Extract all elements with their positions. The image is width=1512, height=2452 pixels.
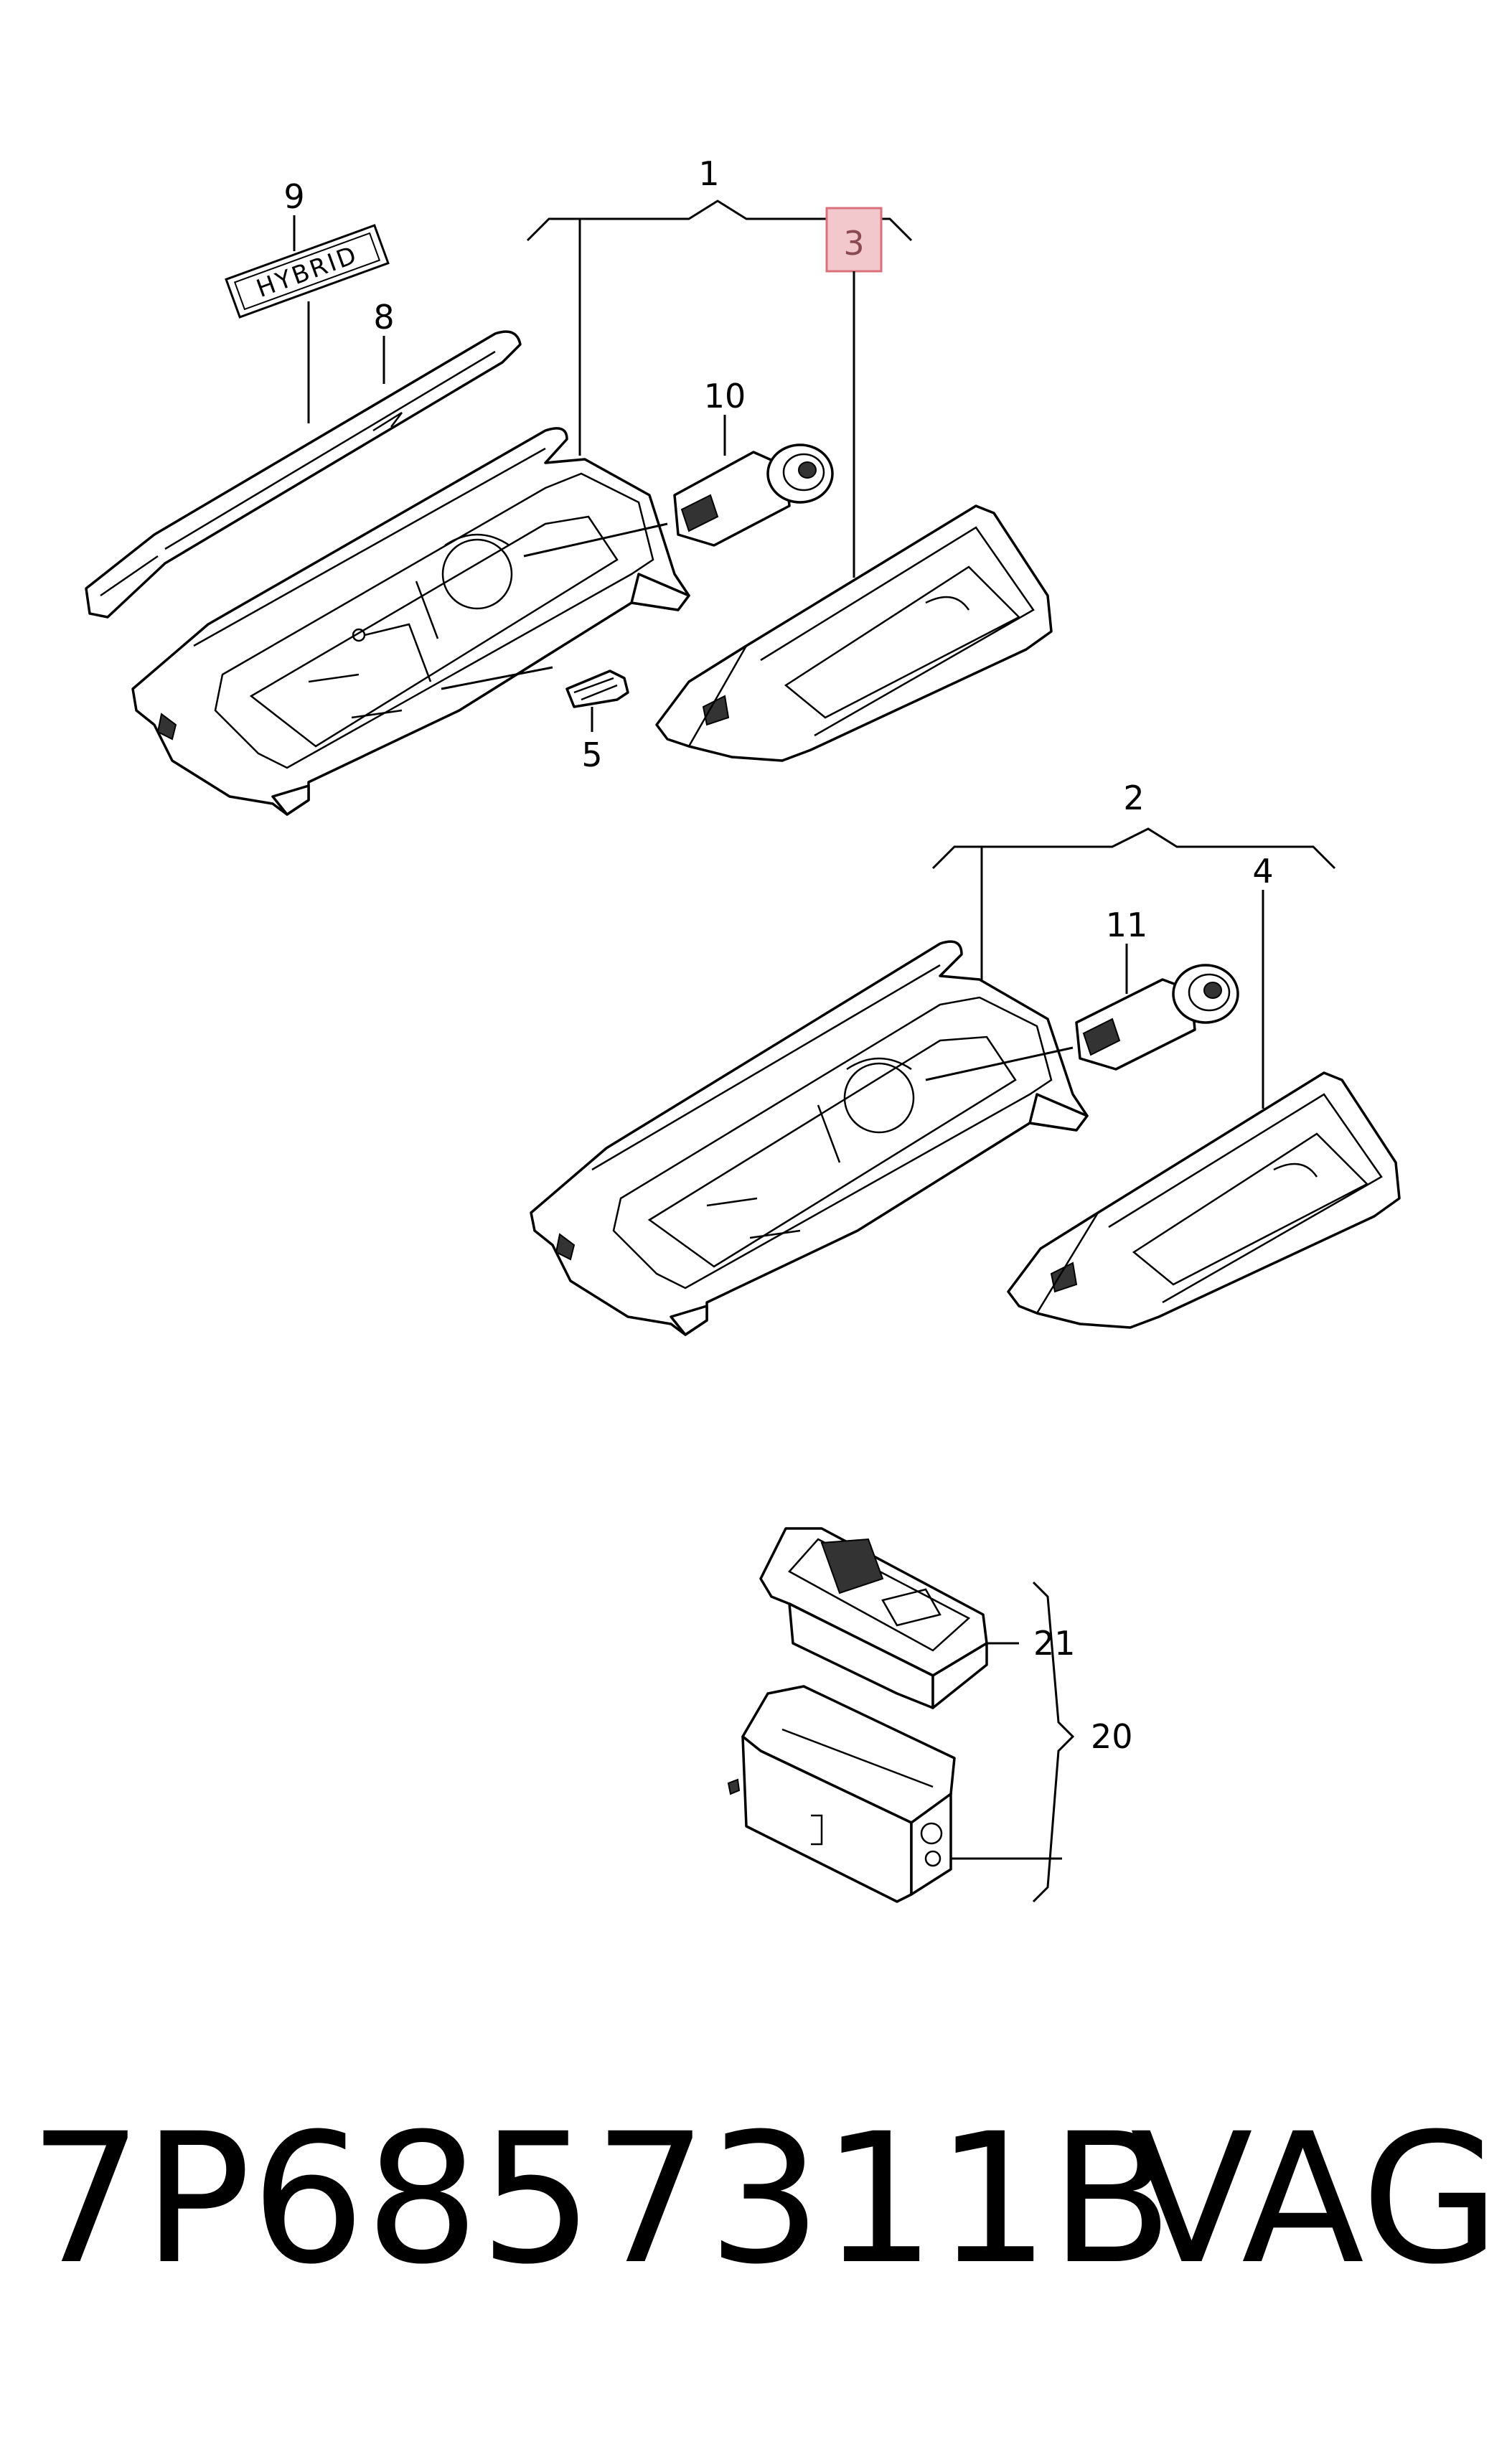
callout-11: 11 xyxy=(1106,906,1148,944)
brand-name: VAG xyxy=(1130,2095,1501,2303)
callout-3: 3 xyxy=(843,224,864,263)
callout-21: 21 xyxy=(1033,1624,1076,1663)
housing-group-1 xyxy=(131,427,690,816)
footer: 7P6857311B VAG xyxy=(0,2110,1512,2354)
callout-3-highlight[interactable]: 3 xyxy=(825,207,883,273)
module-21 xyxy=(759,1527,988,1709)
callout-8: 8 xyxy=(373,298,394,337)
callout-1: 1 xyxy=(698,154,719,193)
callout-5: 5 xyxy=(581,736,602,774)
callout-10: 10 xyxy=(704,377,746,415)
tray-3[interactable] xyxy=(655,504,1053,762)
brace-20 xyxy=(1032,1581,1075,1903)
hybrid-badge: HYBRID xyxy=(225,224,390,319)
callout-9: 9 xyxy=(283,177,304,216)
bracket-1 xyxy=(526,199,913,456)
callout-20: 20 xyxy=(1091,1717,1133,1756)
callout-2: 2 xyxy=(1123,779,1144,817)
trim-strip-8 xyxy=(85,330,522,619)
tray-4 xyxy=(1007,1071,1401,1329)
screw-5 xyxy=(565,670,629,708)
callout-4: 4 xyxy=(1252,852,1273,891)
housing-group-2 xyxy=(530,940,1089,1336)
part-number: 7P6857311B xyxy=(29,2095,1173,2303)
module-20 xyxy=(727,1685,956,1903)
power-socket-11 xyxy=(1075,964,1239,1071)
power-socket-10 xyxy=(673,443,834,547)
